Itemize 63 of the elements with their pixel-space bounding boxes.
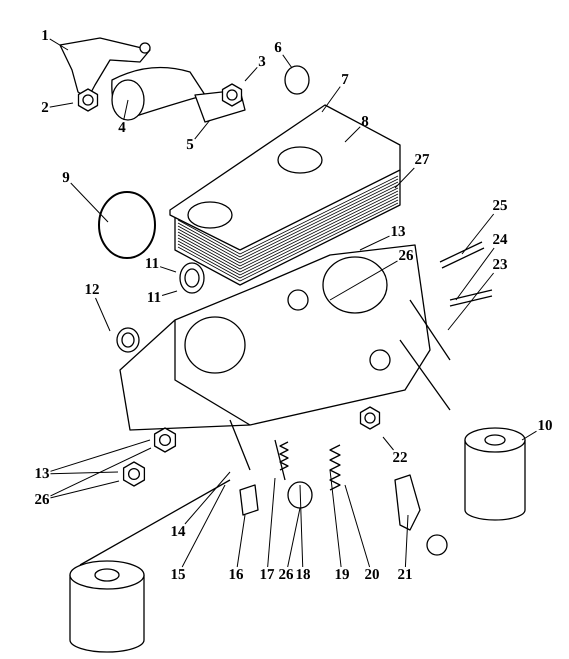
callout-number: 16 bbox=[228, 567, 244, 583]
callout-number: 20 bbox=[364, 567, 380, 583]
callout-number: 25 bbox=[492, 198, 508, 214]
leader-line bbox=[244, 66, 258, 82]
leader-line bbox=[344, 126, 361, 142]
callout-number: 15 bbox=[170, 567, 186, 583]
callout-number: 9 bbox=[61, 170, 71, 186]
leader-line bbox=[287, 508, 300, 568]
leader-line bbox=[382, 436, 394, 450]
callout-number: 11 bbox=[144, 256, 160, 272]
leader-line bbox=[50, 448, 152, 496]
callout-number: 6 bbox=[273, 40, 283, 56]
leader-line bbox=[49, 38, 68, 50]
callout-number: 3 bbox=[257, 54, 267, 70]
callout-number: 8 bbox=[360, 114, 370, 130]
callout-number: 23 bbox=[492, 257, 508, 273]
leader-line bbox=[360, 236, 390, 250]
leader-line bbox=[95, 298, 110, 332]
leader-line bbox=[456, 248, 495, 300]
leader-line bbox=[236, 514, 246, 568]
leader-line bbox=[182, 484, 226, 568]
callout-number: 11 bbox=[146, 290, 162, 306]
leader-line bbox=[344, 484, 370, 568]
leader-line bbox=[522, 430, 537, 440]
callout-number: 4 bbox=[117, 120, 127, 136]
leader-line bbox=[404, 514, 408, 568]
callout-number: 10 bbox=[536, 418, 554, 434]
leader-line bbox=[50, 440, 150, 472]
callout-number: 13 bbox=[390, 224, 406, 240]
leader-line bbox=[184, 472, 230, 524]
callout-number: 22 bbox=[392, 450, 408, 466]
leader-line bbox=[462, 214, 494, 254]
callout-number: 5 bbox=[185, 137, 195, 153]
callout-number: 17 bbox=[258, 567, 276, 583]
callout-number: 12 bbox=[84, 282, 100, 298]
callout-number: 7 bbox=[340, 72, 350, 88]
callout-number: 14 bbox=[170, 524, 186, 540]
leader-line bbox=[123, 100, 128, 120]
callout-number: 27 bbox=[414, 152, 430, 168]
callout-number: 24 bbox=[492, 232, 508, 248]
callout-number: 18 bbox=[294, 567, 312, 583]
leader-line bbox=[160, 266, 176, 272]
callout-number: 26 bbox=[278, 567, 294, 583]
leader-line bbox=[330, 470, 342, 568]
leader-line bbox=[70, 182, 108, 222]
leader-line bbox=[322, 86, 341, 112]
callout-number: 26 bbox=[398, 248, 414, 264]
leader-line bbox=[162, 290, 178, 296]
callout-number: 1 bbox=[40, 28, 50, 44]
leader-line bbox=[394, 168, 415, 188]
leader-line bbox=[300, 484, 304, 568]
leader-line bbox=[50, 472, 118, 474]
leader-line bbox=[49, 102, 74, 108]
leader-line bbox=[194, 120, 210, 140]
callout-number: 21 bbox=[396, 567, 414, 583]
leader-line bbox=[50, 480, 120, 498]
callout-number: 19 bbox=[334, 567, 350, 583]
callout-number: 2 bbox=[40, 100, 50, 116]
leader-line bbox=[448, 272, 494, 330]
leader-line bbox=[282, 54, 292, 68]
leader-line bbox=[267, 478, 276, 568]
callout-number: 13 bbox=[34, 466, 50, 482]
callout-number: 26 bbox=[34, 492, 50, 508]
